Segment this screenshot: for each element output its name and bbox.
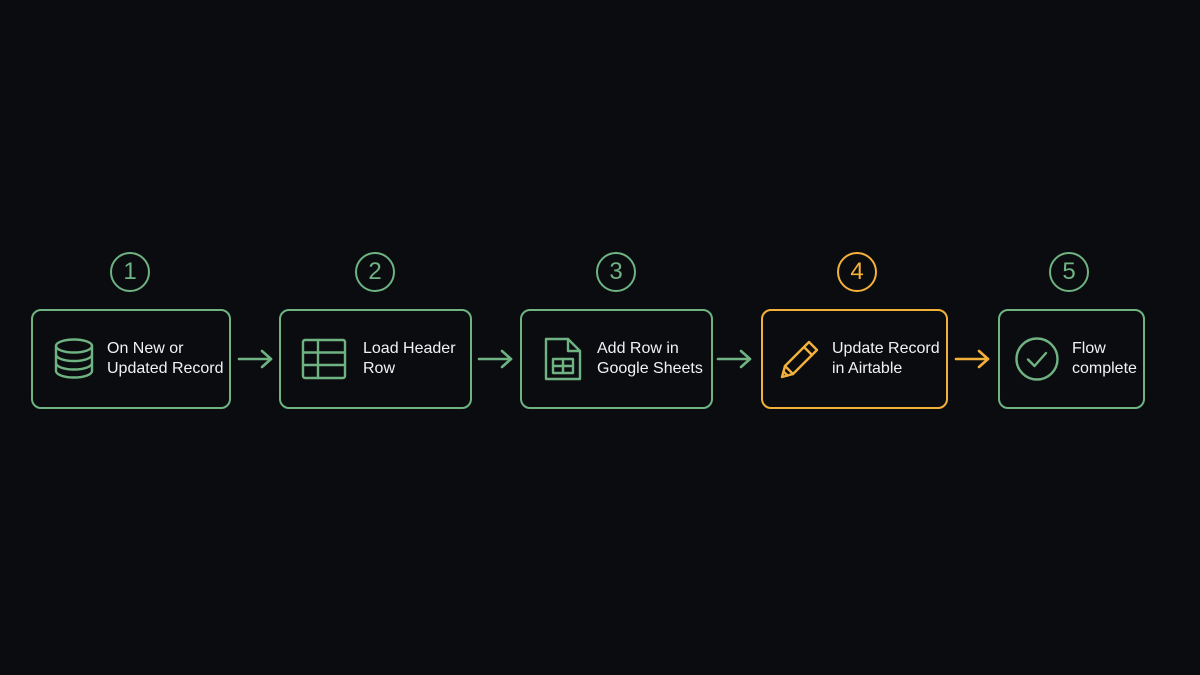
spreadsheet-file-icon — [540, 336, 586, 382]
step-label-5: Flow complete — [1072, 340, 1137, 377]
step-card-load-header-row: Load Header Row — [279, 309, 472, 409]
connector-arrow-1-2 — [237, 345, 275, 373]
step-label-2: Load Header Row — [363, 340, 456, 377]
connector-arrow-3-4 — [716, 345, 754, 373]
database-icon — [51, 336, 97, 382]
step-card-flow-complete: Flow complete — [998, 309, 1145, 409]
check-circle-icon — [1014, 336, 1060, 382]
step-card-update-record-in-airtable: Update Record in Airtable — [761, 309, 948, 409]
connector-arrow-4-5 — [954, 345, 992, 373]
step-number-2: 2 — [368, 258, 382, 285]
step-number-badge-2: 2 — [355, 252, 395, 292]
step-label-3: Add Row in Google Sheets — [597, 340, 703, 377]
step-label-4: Update Record in Airtable — [832, 340, 940, 377]
step-label-1: On New or Updated Record — [107, 340, 224, 377]
step-number-1: 1 — [123, 258, 137, 285]
step-number-badge-3: 3 — [596, 252, 636, 292]
step-number-5: 5 — [1062, 258, 1076, 285]
step-number-3: 3 — [609, 258, 623, 285]
table-grid-icon — [301, 336, 347, 382]
connector-arrow-2-3 — [477, 345, 515, 373]
step-number-badge-5: 5 — [1049, 252, 1089, 292]
pencil-icon — [777, 336, 823, 382]
step-card-add-row-in-google-sheets: Add Row in Google Sheets — [520, 309, 713, 409]
step-number-4: 4 — [850, 258, 864, 285]
step-number-badge-4: 4 — [837, 252, 877, 292]
step-card-on-new-or-updated-record: On New or Updated Record — [31, 309, 231, 409]
step-number-badge-1: 1 — [110, 252, 150, 292]
